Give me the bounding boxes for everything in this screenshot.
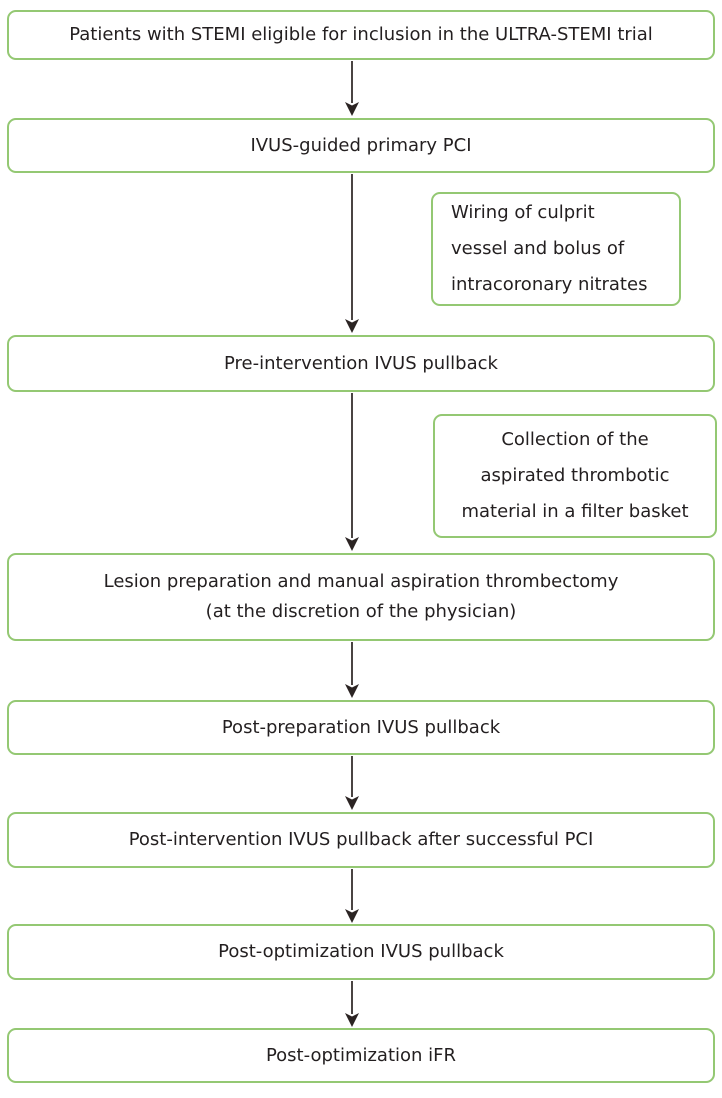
step-box-post-optimization-ifr: Post-optimization iFR xyxy=(7,1028,715,1083)
arrowhead-icon xyxy=(345,102,359,116)
arrowhead-icon xyxy=(345,684,359,698)
arrow-shaft xyxy=(351,642,353,685)
arrowhead-icon xyxy=(345,796,359,810)
step-label: Post-intervention IVUS pullback after su… xyxy=(128,829,594,850)
side-note-filter-basket: Collection of the aspirated thrombotic m… xyxy=(433,414,717,538)
step-box-ivus-guided-pci: IVUS-guided primary PCI xyxy=(7,118,715,173)
step-label: Lesion preparation and manual aspiration… xyxy=(103,571,619,622)
step-label: Pre-intervention IVUS pullback xyxy=(224,352,498,374)
step-box-post-preparation-pullback: Post-preparation IVUS pullback xyxy=(7,700,715,755)
arrowhead-icon xyxy=(345,319,359,333)
step-label: Post-optimization iFR xyxy=(265,1044,457,1066)
step-box-lesion-preparation: Lesion preparation and manual aspiration… xyxy=(7,553,715,641)
arrowhead-icon xyxy=(345,909,359,923)
side-note-label: Wiring of culprit vessel and bolus of in… xyxy=(451,202,648,295)
arrow-down xyxy=(344,61,360,116)
step-box-post-intervention-pullback: Post-intervention IVUS pullback after su… xyxy=(7,812,715,868)
arrowhead-icon xyxy=(345,1013,359,1027)
arrow-down xyxy=(344,642,360,698)
arrow-down xyxy=(344,869,360,923)
arrow-shaft xyxy=(351,756,353,797)
step-label: Post-preparation IVUS pullback xyxy=(221,716,501,738)
step-box-patients-stemi: Patients with STEMI eligible for inclusi… xyxy=(7,10,715,60)
arrow-down xyxy=(344,393,360,551)
step-label: Patients with STEMI eligible for inclusi… xyxy=(69,24,653,45)
arrowhead-icon xyxy=(345,537,359,551)
arrow-down xyxy=(344,981,360,1027)
side-note-wiring-culprit: Wiring of culprit vessel and bolus of in… xyxy=(431,192,681,306)
arrow-shaft xyxy=(351,869,353,910)
arrow-shaft xyxy=(351,393,353,538)
arrow-down xyxy=(344,174,360,333)
step-label: Post-optimization IVUS pullback xyxy=(218,941,504,962)
step-box-pre-intervention-pullback: Pre-intervention IVUS pullback xyxy=(7,335,715,392)
arrow-down xyxy=(344,756,360,810)
arrow-shaft xyxy=(351,61,353,103)
arrow-shaft xyxy=(351,981,353,1014)
step-label: IVUS-guided primary PCI xyxy=(250,134,472,156)
side-note-label: Collection of the aspirated thrombotic m… xyxy=(461,429,689,522)
arrow-shaft xyxy=(351,174,353,320)
step-box-post-optimization-pullback: Post-optimization IVUS pullback xyxy=(7,924,715,980)
